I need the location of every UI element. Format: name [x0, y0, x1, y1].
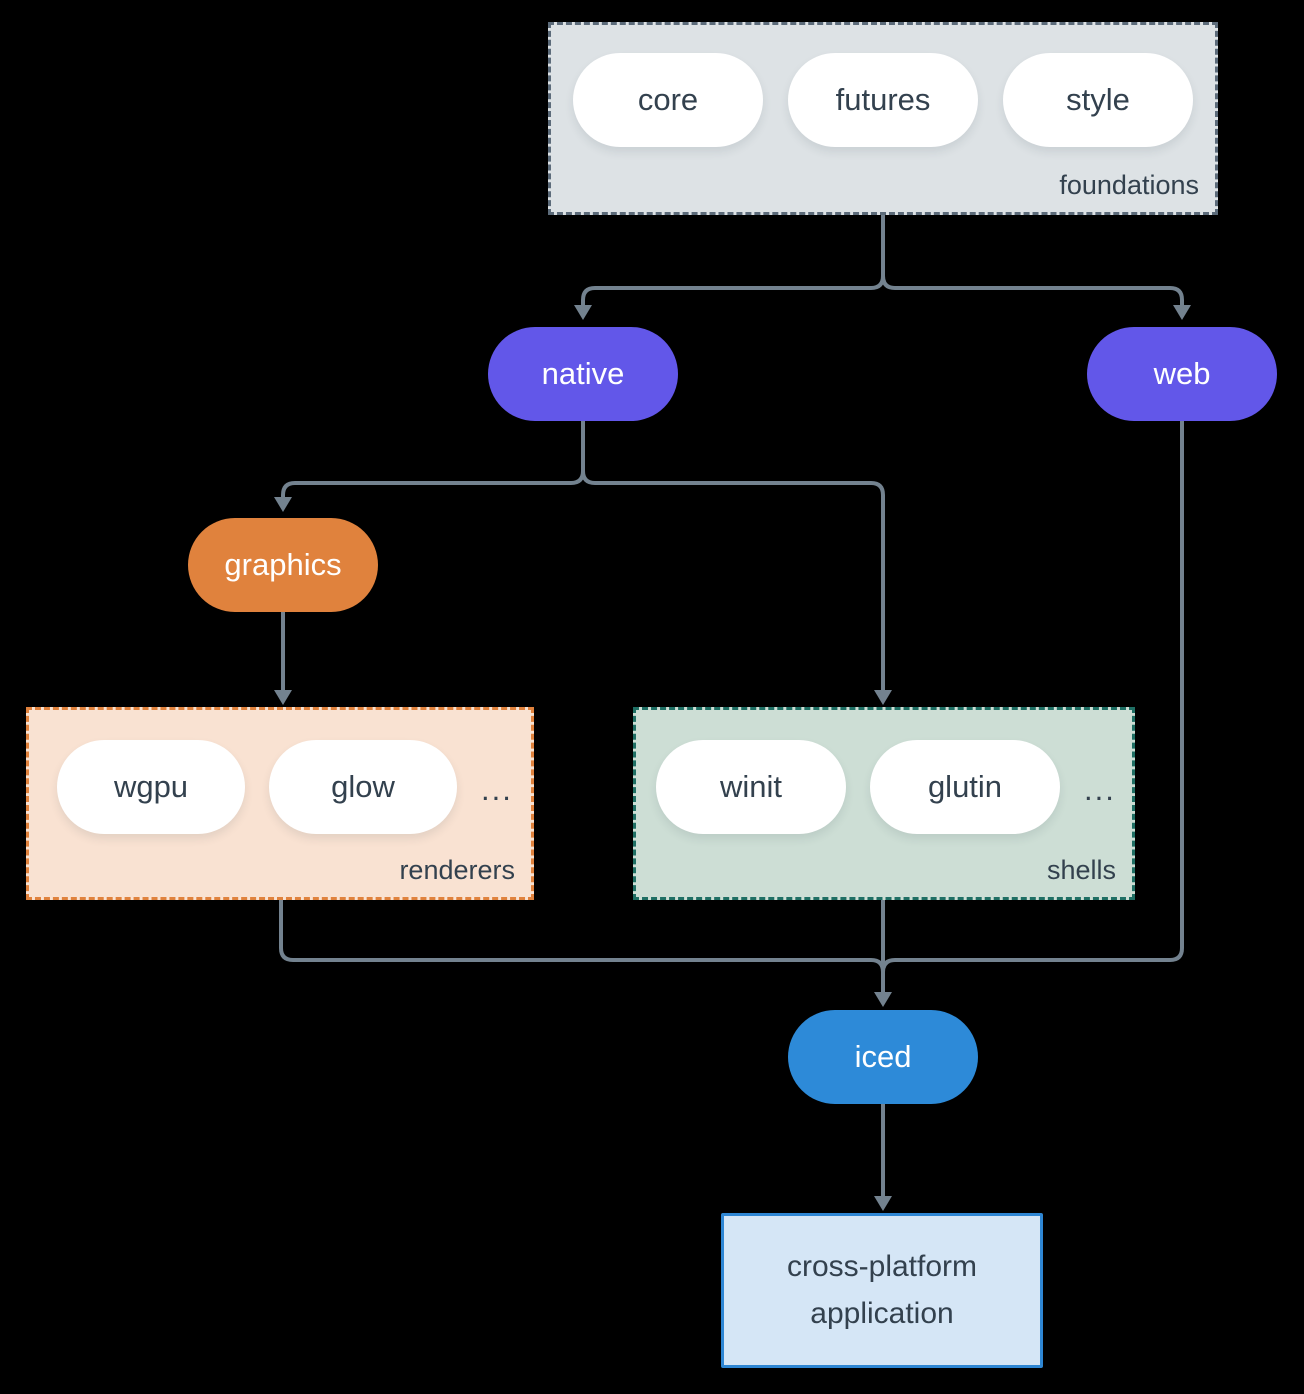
- group-shells: winit glutin ... shells: [633, 707, 1135, 900]
- arrowhead-renderers: [274, 690, 292, 705]
- node-glow: glow: [269, 740, 457, 834]
- arrowhead-iced: [874, 992, 892, 1007]
- connector-foundations-web: [881, 215, 1184, 306]
- node-cross-platform-application: cross-platform application: [721, 1213, 1043, 1368]
- shells-pill-row: winit glutin ...: [636, 710, 1132, 834]
- node-core-label: core: [637, 82, 699, 117]
- shells-ellipsis: ...: [1084, 772, 1116, 807]
- arrowhead-native: [574, 305, 592, 320]
- group-renderers: wgpu glow ... renderers: [26, 707, 534, 900]
- node-web-label: web: [1153, 356, 1211, 391]
- foundations-pill-row: core futures style: [551, 25, 1215, 147]
- node-style-label: style: [1066, 82, 1130, 117]
- node-cross-platform-application-label: cross-platform application: [786, 1250, 978, 1330]
- node-graphics: graphics: [188, 518, 378, 612]
- connector-renderers-merge: [279, 900, 885, 973]
- foundations-group-label: foundations: [1059, 170, 1199, 200]
- node-iced: iced: [788, 1010, 978, 1104]
- node-native-label: native: [541, 356, 625, 391]
- connector-foundations-native: [581, 215, 885, 306]
- node-style: style: [1003, 53, 1193, 147]
- node-glutin-label: glutin: [927, 769, 1003, 804]
- renderers-group-label: renderers: [399, 855, 515, 885]
- node-winit: winit: [656, 740, 846, 834]
- renderers-ellipsis: ...: [481, 772, 513, 807]
- node-iced-label: iced: [854, 1039, 912, 1074]
- node-native: native: [488, 327, 678, 421]
- node-futures: futures: [788, 53, 978, 147]
- node-web: web: [1087, 327, 1277, 421]
- shells-group-label: shells: [1046, 855, 1116, 885]
- arrowhead-graphics: [274, 497, 292, 512]
- node-glutin: glutin: [870, 740, 1060, 834]
- node-wgpu: wgpu: [57, 740, 245, 834]
- arrowhead-application: [874, 1196, 892, 1211]
- node-futures-label: futures: [835, 82, 931, 117]
- group-foundations: core futures style foundations: [548, 22, 1218, 215]
- node-wgpu-label: wgpu: [113, 769, 189, 804]
- arrowhead-web: [1173, 305, 1191, 320]
- arrowhead-shells: [874, 690, 892, 705]
- node-graphics-label: graphics: [224, 547, 342, 582]
- connector-native-shells: [581, 420, 885, 690]
- node-glow-label: glow: [331, 769, 395, 804]
- renderers-pill-row: wgpu glow ...: [29, 710, 531, 834]
- connector-native-graphics: [281, 420, 585, 498]
- node-winit-label: winit: [719, 769, 782, 804]
- node-core: core: [573, 53, 763, 147]
